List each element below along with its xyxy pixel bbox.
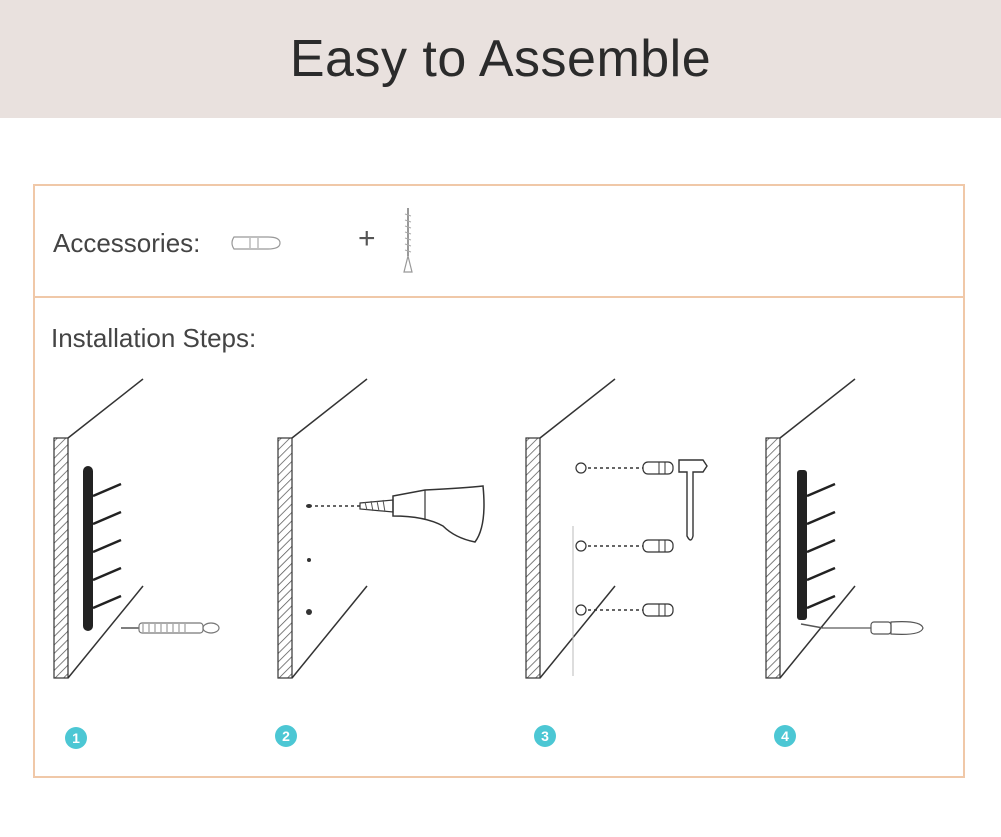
section-divider <box>35 296 963 298</box>
accessories-label: Accessories: <box>53 228 201 258</box>
header-banner: Easy to Assemble <box>0 0 1001 118</box>
step-4-illustration <box>765 378 924 679</box>
step-1-illustration <box>53 378 220 679</box>
installation-steps-label: Installation Steps: <box>51 323 257 353</box>
screw-icon <box>403 208 413 273</box>
page-title: Easy to Assemble <box>289 30 712 88</box>
step-2-illustration <box>277 378 485 679</box>
step-3-badge: 3 <box>534 725 556 747</box>
plus-sign: + <box>358 222 376 255</box>
instructions-box: Accessories: + Installation Steps: <box>33 184 965 778</box>
step-1-badge: 1 <box>65 727 87 749</box>
step-3-illustration <box>525 378 708 679</box>
step-2-badge: 2 <box>275 725 297 747</box>
wall-anchor-icon <box>231 236 281 250</box>
step-4-badge: 4 <box>774 725 796 747</box>
